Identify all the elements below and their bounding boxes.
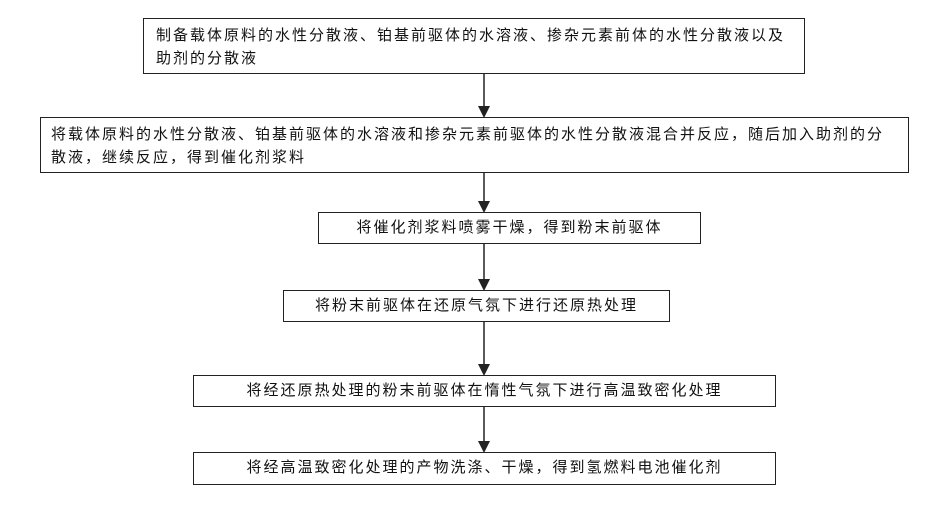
- step-3-box: 将催化剂浆料喷雾干燥，得到粉末前驱体: [318, 212, 701, 244]
- step-6-text: 将经高温致密化处理的产物洗涤、干燥，得到氢燃料电池催化剂: [194, 456, 775, 479]
- step-2-box: 将载体原料的水性分散液、铂基前驱体的水溶液和掺杂元素前驱体的水性分散液混合并反应…: [40, 117, 909, 173]
- step-4-box: 将粉末前驱体在还原气氛下进行还原热处理: [283, 290, 670, 322]
- step-5-text: 将经还原热处理的粉末前驱体在惰性气氛下进行高温致密化处理: [194, 379, 775, 402]
- step-2-text: 将载体原料的水性分散液、铂基前驱体的水溶液和掺杂元素前驱体的水性分散液混合并反应…: [51, 123, 898, 169]
- step-4-text: 将粉末前驱体在还原气氛下进行还原热处理: [284, 294, 669, 317]
- step-1-box: 制备载体原料的水性分散液、铂基前驱体的水溶液、掺杂元素前体的水性分散液以及助剂的…: [143, 18, 805, 74]
- step-6-box: 将经高温致密化处理的产物洗涤、干燥，得到氢燃料电池催化剂: [193, 452, 776, 485]
- step-5-box: 将经还原热处理的粉末前驱体在惰性气氛下进行高温致密化处理: [193, 375, 776, 407]
- step-3-text: 将催化剂浆料喷雾干燥，得到粉末前驱体: [319, 216, 700, 239]
- step-1-text: 制备载体原料的水性分散液、铂基前驱体的水溶液、掺杂元素前体的水性分散液以及助剂的…: [156, 24, 792, 70]
